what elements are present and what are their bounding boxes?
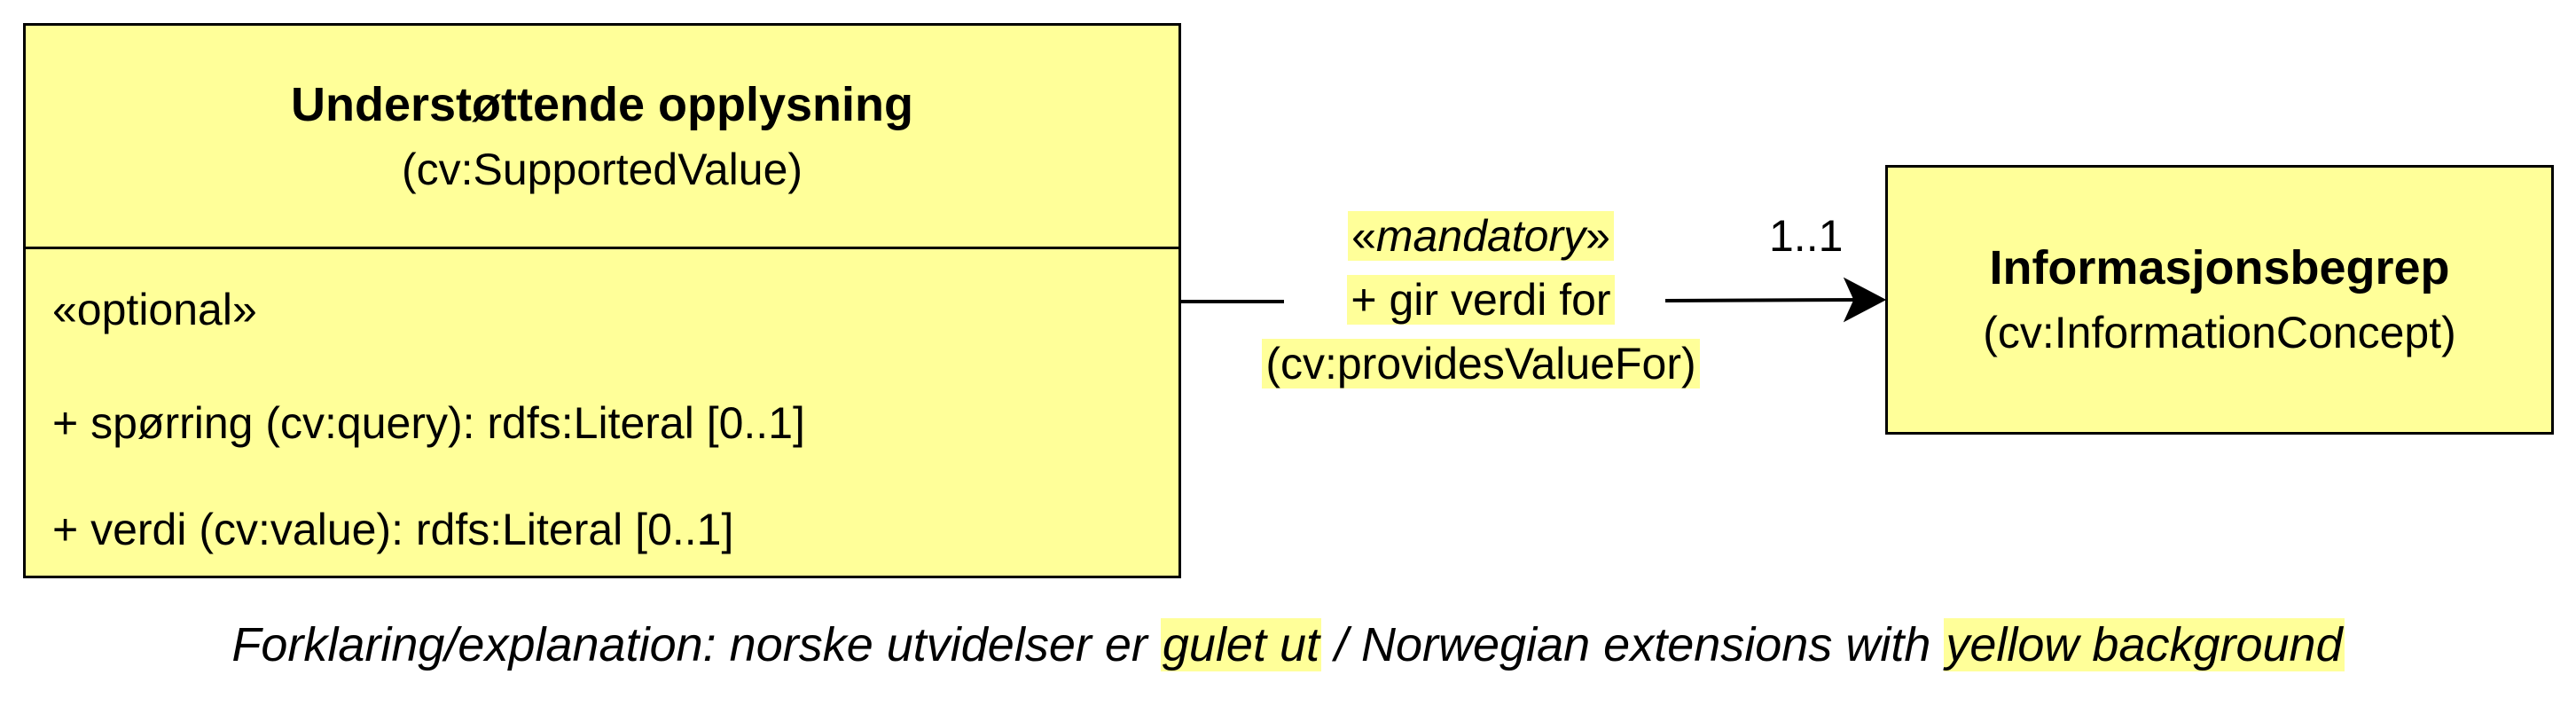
- class-uri: (cv:InformationConcept): [1983, 308, 2456, 357]
- class-name: Understøttende opplysning: [291, 77, 913, 131]
- association-name: + gir verdi for: [1215, 268, 1747, 332]
- class-supported-value[interactable]: Understøttende opplysning (cv:SupportedV…: [23, 23, 1181, 578]
- legend-explanation: Forklaring/explanation: norske utvidelse…: [231, 618, 2345, 671]
- attributes-stereotype: «optional»: [52, 285, 257, 334]
- class-header: Understøttende opplysning (cv:SupportedV…: [26, 26, 1178, 249]
- attribute-value: + verdi (cv:value): rdfs:Literal [0..1]: [52, 505, 734, 554]
- attribute-query: + spørring (cv:query): rdfs:Literal [0..…: [52, 398, 805, 448]
- legend-highlight-en: yellow background: [1944, 618, 2345, 671]
- association-label: «mandatory» + gir verdi for (cv:provides…: [1215, 204, 1747, 396]
- association-multiplicity: 1..1: [1769, 211, 1844, 261]
- class-name: Informasjonsbegrep: [1989, 241, 2450, 294]
- class-information-concept[interactable]: Informasjonsbegrep (cv:InformationConcep…: [1885, 165, 2554, 435]
- association-stereotype: «mandatory»: [1215, 204, 1747, 268]
- class-uri: (cv:SupportedValue): [401, 144, 803, 194]
- arrow-head-icon: [1843, 277, 1887, 323]
- association-uri: (cv:providesValueFor): [1215, 332, 1747, 396]
- legend-highlight-no: gulet ut: [1160, 618, 1322, 671]
